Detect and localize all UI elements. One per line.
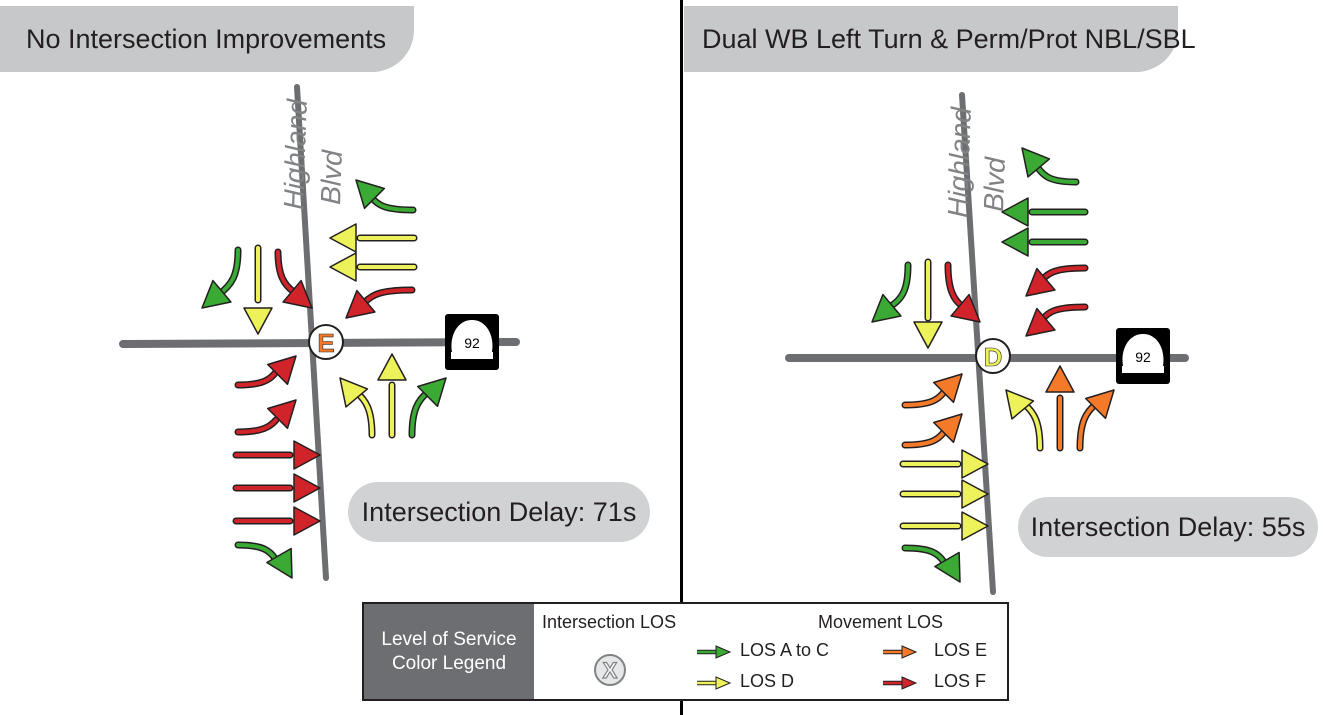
left-panel-title: No Intersection Improvements [0, 6, 414, 72]
right-eb-left-turn-arrow-1 [901, 373, 963, 409]
right-intersection-los-letter: D [984, 342, 1003, 372]
left-wb-right-turn-arrow [355, 179, 417, 214]
right-nb-through-arrow [1045, 365, 1075, 452]
legend-arrow-los-d-icon [697, 676, 732, 690]
right-eb-through-arrow-2 [899, 479, 989, 509]
legend-label-los-f: LOS F [934, 671, 987, 691]
right-route-shield-icon: 92 [1116, 328, 1170, 384]
legend-title: Level of Service Color Legend [364, 604, 534, 699]
right-wb-right-turn-arrow [1021, 147, 1080, 186]
legend-label-los-a-to-c: LOS A to C [740, 640, 830, 660]
left-wb-through-arrow-1 [329, 223, 418, 253]
left-eb-left-turn-arrow-1 [234, 355, 297, 389]
right-highland-blvd-road [959, 92, 996, 595]
right-intersection-los-circle [975, 338, 1011, 374]
left-nb-through-arrow [377, 353, 407, 439]
right-intersection-delay: Intersection Delay: 55s [1018, 497, 1318, 557]
left-intersection-delay: Intersection Delay: 71s [348, 482, 650, 542]
left-wb-through-arrow-2 [329, 252, 418, 282]
legend-intersection-symbol: X [603, 658, 618, 683]
legend-movement-header: Movement LOS [818, 612, 944, 632]
right-eb-left-turn-arrow-2 [901, 413, 963, 449]
legend-intersection-symbol-icon: X [594, 654, 626, 686]
right-eb-right-turn-arrow [901, 544, 961, 583]
movement-arrows [201, 147, 1115, 583]
right-road-label-highland: Highland [942, 105, 977, 218]
left-intersection: Highland Blvd 92 E [119, 84, 520, 581]
left-nb-left-turn-arrow [339, 377, 376, 439]
right-route-number: 92 [1135, 349, 1151, 365]
right-wb-left-turn-arrow-2 [1025, 303, 1089, 337]
legend-title-line1: Level of Service [381, 628, 517, 650]
legend-arrow-los-a-to-c-icon [697, 645, 732, 659]
right-road-label-blvd: Blvd [978, 155, 1011, 212]
left-nb-right-turn-arrow [408, 377, 447, 439]
left-route-shield-icon: 92 [445, 314, 499, 370]
left-sb-through-arrow [243, 244, 273, 335]
left-eb-through-arrow-3 [232, 506, 321, 536]
right-wb-through-arrow-1 [1001, 197, 1089, 227]
right-wb-left-turn-arrow-1 [1025, 264, 1089, 297]
left-intersection-los-circle [308, 324, 344, 360]
left-road-label-highland: Highland [278, 97, 313, 210]
legend-label-los-d: LOS D [740, 671, 795, 691]
left-sb-right-turn-arrow [201, 246, 242, 309]
right-intersection: Highland Blvd 92 D [785, 92, 1189, 595]
left-eb-left-turn-arrow-2 [234, 399, 297, 436]
right-nb-right-turn-arrow [1076, 389, 1115, 452]
right-eb-through-arrow-3 [899, 511, 989, 541]
left-eb-through-arrow-1 [232, 440, 321, 470]
legend-arrow-los-f-icon [883, 676, 918, 690]
legend-title-line2: Color Legend [391, 652, 507, 674]
left-wb-left-turn-arrow [345, 286, 416, 319]
right-sb-through-arrow [913, 258, 943, 349]
left-sb-left-turn-arrow [274, 248, 313, 309]
legend-arrow-los-e-icon [883, 645, 918, 659]
panel-divider [680, 0, 683, 715]
right-sb-left-turn-arrow [944, 261, 981, 323]
right-panel-title: Dual WB Left Turn & Perm/Prot NBL/SBL [684, 6, 1196, 72]
right-nb-left-turn-arrow [1005, 389, 1044, 452]
right-wb-through-arrow-2 [1001, 227, 1089, 257]
level-of-service-legend: Level of Service Color Legend Intersecti… [362, 602, 1009, 701]
legend-intersection-header: Intersection LOS [542, 612, 677, 632]
legend-label-los-e: LOS E [934, 640, 988, 660]
left-road-label-blvd: Blvd [315, 148, 348, 205]
right-eb-through-arrow-1 [899, 449, 989, 479]
right-sb-right-turn-arrow [871, 261, 912, 323]
left-eb-through-arrow-2 [232, 473, 321, 503]
left-intersection-los-letter: E [317, 328, 334, 358]
left-eb-right-turn-arrow [234, 541, 293, 579]
left-route-number: 92 [464, 335, 480, 351]
